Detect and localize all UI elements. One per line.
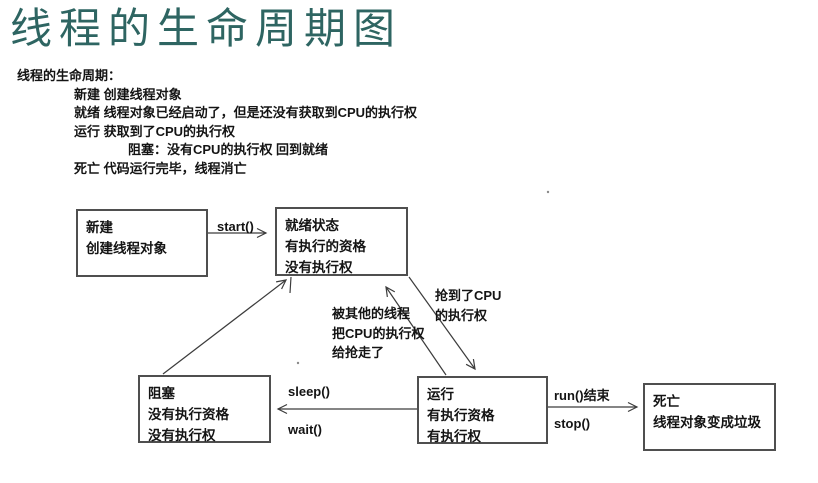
state-box-line: 有执行权 xyxy=(427,429,481,444)
arrow-label-wait: wait() xyxy=(288,422,322,437)
annotation-line: 被其他的线程 xyxy=(332,306,411,321)
description-line-blocked: 阻塞：没有CPU的执行权 回到就绪 xyxy=(128,142,329,158)
state-box-line: 新建 xyxy=(86,220,113,235)
description-line-dead: 死亡 代码运行完毕，线程消亡 xyxy=(74,160,247,176)
page-title: 线程的生命周期图 xyxy=(10,7,403,53)
state-box-dead: 死亡 线程对象变成垃圾 xyxy=(643,383,776,451)
annotation-grab-cpu: 抢到了CPU 的执行权 xyxy=(435,286,501,325)
state-box-blocked: 阻塞 没有执行资格 没有执行权 xyxy=(138,375,271,443)
state-box-line: 有执行资格 xyxy=(427,408,495,423)
arrow-label-start: start() xyxy=(217,219,254,234)
arrow-running-to-ready xyxy=(385,285,447,376)
speck-dot xyxy=(546,190,550,194)
state-box-running: 运行 有执行资格 有执行权 xyxy=(417,376,548,444)
description-heading: 线程的生命周期： xyxy=(17,68,122,83)
arrow-ready-tick xyxy=(289,276,292,294)
annotation-line: 抢到了CPU xyxy=(435,288,502,303)
state-box-line: 阻塞 xyxy=(148,386,175,401)
state-box-line: 运行 xyxy=(427,387,454,402)
state-box-ready: 就绪状态 有执行的资格 没有执行权 xyxy=(275,207,408,276)
annotation-lose-cpu: 被其他的线程 把CPU的执行权 给抢走了 xyxy=(332,304,424,363)
description-line-new: 新建 创建线程对象 xyxy=(74,86,182,102)
arrow-ready-to-running xyxy=(408,276,476,371)
state-box-line: 死亡 xyxy=(653,394,680,409)
description-line-ready: 就绪 线程对象已经启动了，但是还没有获取到CPU的执行权 xyxy=(74,105,418,121)
arrow-blocked-to-ready xyxy=(162,279,288,375)
arrow-label-run-end: run()结束 xyxy=(554,388,610,403)
state-box-line: 线程对象变成垃圾 xyxy=(653,415,761,430)
state-box-line: 没有执行资格 xyxy=(148,407,229,422)
state-box-line: 没有执行权 xyxy=(285,260,353,275)
annotation-line: 给抢走了 xyxy=(332,345,385,360)
annotation-line: 把CPU的执行权 xyxy=(332,325,425,341)
arrow-label-sleep: sleep() xyxy=(288,384,330,399)
state-box-line: 创建线程对象 xyxy=(86,241,167,256)
state-box-line: 没有执行权 xyxy=(148,428,216,443)
state-box-new: 新建 创建线程对象 xyxy=(76,209,208,277)
state-box-line: 就绪状态 xyxy=(285,218,339,233)
lifecycle-description: 线程的生命周期： 新建 创建线程对象 就绪 线程对象已经启动了，但是还没有获取到… xyxy=(0,67,417,179)
arrow-label-stop: stop() xyxy=(554,416,591,431)
annotation-line: 的执行权 xyxy=(435,307,488,323)
state-box-line: 有执行的资格 xyxy=(285,239,366,254)
speck-dot xyxy=(296,361,300,365)
description-line-running: 运行 获取到了CPU的执行权 xyxy=(74,123,236,139)
